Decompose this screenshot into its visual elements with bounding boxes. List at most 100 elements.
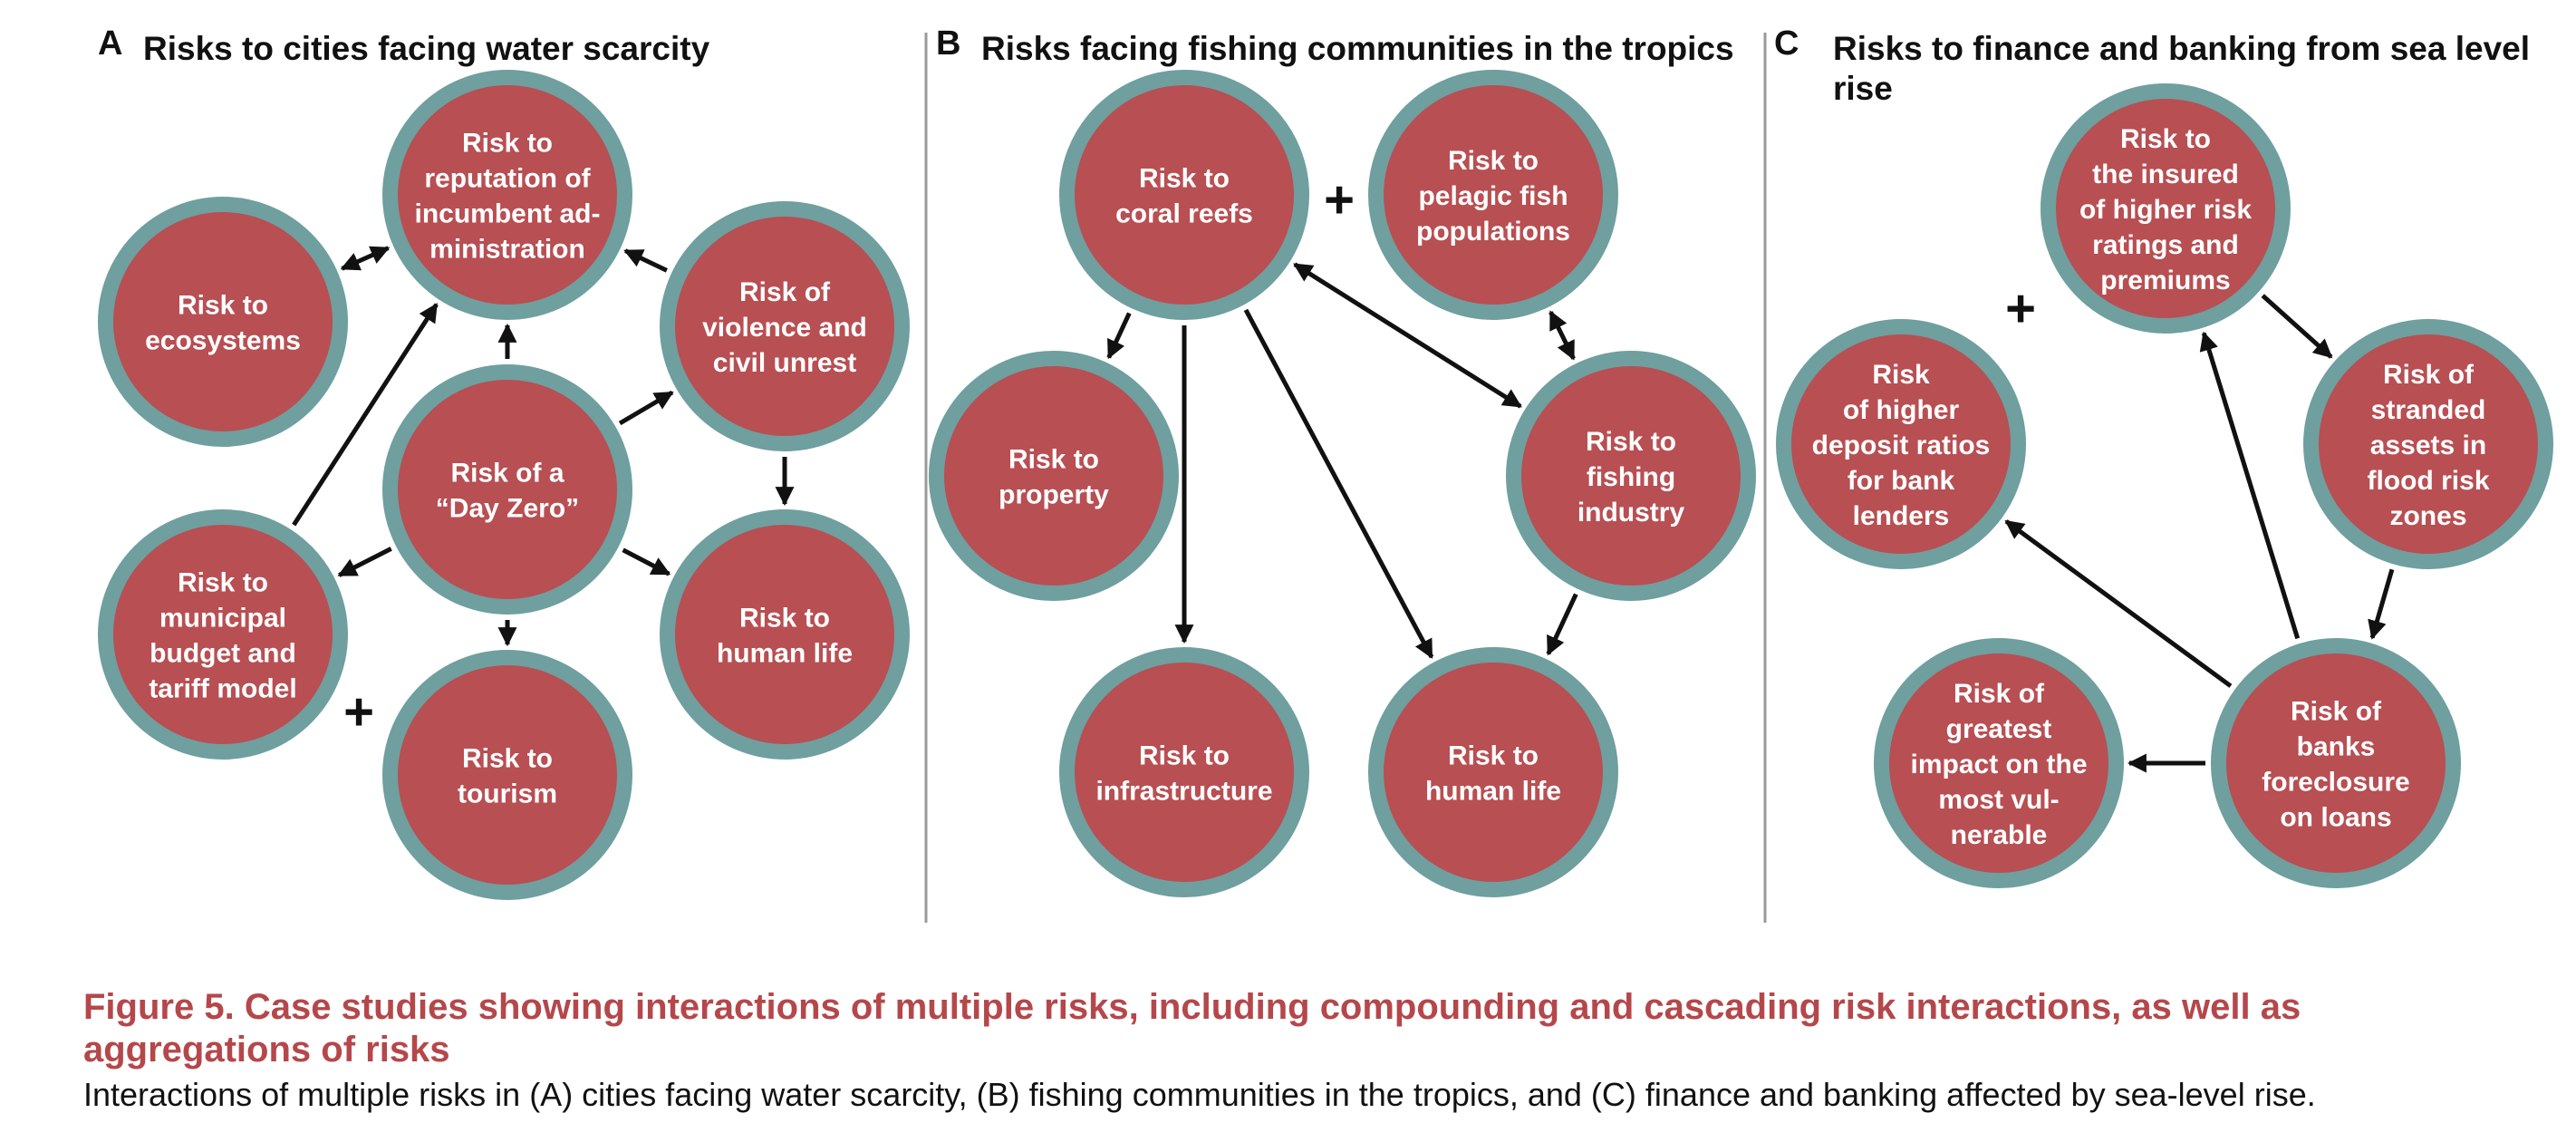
risk-node-circle [382,70,632,320]
arrow-insured-to-stranded [2261,294,2333,359]
risk-node-label: infrastructure [1095,777,1272,807]
risk-node-label: “Day Zero” [436,494,579,524]
risk-node-label: Risk to [462,744,553,774]
risk-node-label: nerable [1951,820,2048,850]
risk-node-label: Risk [1872,360,1930,390]
arrow-dayzero-to-municipal [337,547,392,577]
arrow-dayzero-to-violence [618,390,674,426]
risk-node-label: banks [2297,732,2376,762]
risk-node-label: budget and [150,639,296,669]
risk-node-label: Risk of a [450,459,564,489]
risk-node-label: ecosystems [145,326,301,356]
risk-node-label: violence and [702,313,867,343]
risk-node-label: of higher risk [2079,195,2252,225]
risk-node-label: Risk of [2291,697,2382,727]
arrow-stranded-to-foreclosure [2368,568,2395,640]
risk-node-label: human life [1425,777,1561,807]
risk-node-label: property [999,480,1109,510]
risk-node-label: Risk to [462,129,553,159]
risk-node-label: Risk to [1586,427,1676,457]
risk-node-label: flood risk [2367,466,2489,496]
risk-node-circle [1368,647,1618,897]
arrow-dayzero-to-humanlife [622,547,671,576]
risk-node-c-foreclosure: Risk of banks foreclosure on loans [2211,638,2461,888]
risk-node-circle [2303,319,2553,569]
risk-node-circle [1059,647,1309,897]
plus-layer: + + + [343,170,2036,741]
risk-node-b-humanlife: Risk to human life [1368,647,1618,897]
risk-node-label: populations [1416,217,1570,247]
risk-node-label: Risk to [1139,164,1230,194]
risk-node-label: the insured [2092,160,2239,189]
risk-node-circle [1368,70,1618,320]
edges-layer [292,246,2395,773]
panel-title-b: Risks facing fishing communities in the … [981,30,1734,67]
risk-node-label: Risk of [1954,679,2045,709]
arrow-fishing-to-humanlife [1546,593,1578,656]
risk-node-label: Risk to [2120,124,2211,154]
risk-node-label: reputation of [424,164,591,194]
risk-node-label: for bank [1848,466,1955,496]
risk-node-label: ministration [429,235,585,265]
aggregation-plus-sign: + [1324,170,1355,229]
arrow-pelagic-to-fishing [1548,310,1576,361]
risk-node-label: tariff model [149,674,296,704]
arrow-municipal-to-reputation [292,303,439,527]
risk-node-label: greatest [1946,714,2052,744]
risk-node-b-infrastructure: Risk to infrastructure [1059,647,1309,897]
panel-title-c: rise [1833,70,1893,107]
risk-node-circle [2211,638,2461,888]
risk-node-label: foreclosure [2262,768,2409,798]
risk-node-label: Risk to [1008,445,1099,475]
panel-title-c: Risks to finance and banking from sea le… [1833,30,2530,67]
risk-node-label: of higher [1843,395,1960,425]
risk-node-circle [660,509,910,760]
risk-node-label: Risk of [739,277,831,307]
risk-node-a-ecosystems: Risk to ecosystems [98,197,348,447]
risk-node-label: impact on the [1910,750,2087,779]
risk-node-label: Risk to [1139,741,1230,771]
risk-node-label: on loans [2280,803,2391,833]
risk-node-circle [929,351,1179,601]
risk-node-label: most vul- [1938,785,2059,815]
arrow-coral-to-fishing [1293,262,1522,409]
panel-letter-a: A [98,24,122,63]
risk-node-label: Risk to [178,291,268,321]
arrow-foreclosure-to-deposit [2004,519,2233,688]
figure-caption-title: Figure 5. Case studies showing interacti… [83,987,2301,1070]
risk-node-circle [1776,319,2026,569]
risk-node-circle [382,650,632,900]
arrow-foreclosure-to-insured [2199,331,2301,640]
risk-node-b-property: Risk to property [929,351,1179,601]
aggregation-plus-sign: + [2005,279,2036,338]
risk-node-label: ratings and [2092,230,2239,260]
risk-node-c-insured: Risk to the insured of higher risk ratings … [2041,83,2291,334]
panel-letter-b: B [936,24,960,63]
risk-node-label: fishing [1587,462,1675,492]
panel-title-a: Risks to cities facing water scarcity [143,30,710,67]
risk-node-c-vulnerable: Risk of greatest impact on the most vul-ner… [1874,638,2124,888]
risk-node-label: Risk to [1448,741,1539,771]
risk-node-circle [1059,70,1309,320]
risk-node-a-dayzero: Risk of a “Day Zero” [382,364,632,615]
risk-node-circle [382,364,632,615]
risk-node-circle [98,509,348,760]
risk-node-circle [2041,83,2291,334]
risk-node-label: Risk to [739,604,830,634]
risk-node-label: stranded [2371,395,2486,425]
risk-node-label: zones [2389,501,2466,531]
risk-node-label: lenders [1853,501,1950,531]
figure-caption-body: Interactions of multiple risks in (A) ci… [83,1076,2316,1113]
aggregation-plus-sign: + [343,683,374,741]
arrow-violence-to-reputation [623,248,668,273]
